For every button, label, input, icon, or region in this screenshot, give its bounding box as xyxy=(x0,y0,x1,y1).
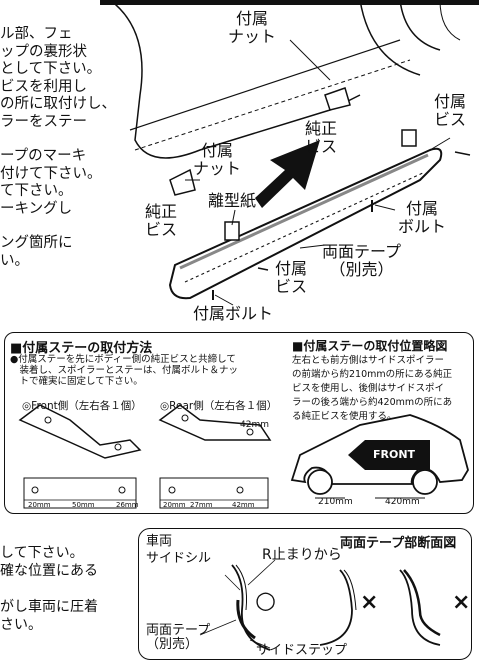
callout-bolt-bottom: 付属ボルト xyxy=(193,304,274,323)
instruction-line: ラーをステー xyxy=(0,113,87,130)
instruction-line: い。 xyxy=(0,252,29,269)
r-stop-label: R止まりから xyxy=(262,547,342,563)
instruction-line: して下さい。 xyxy=(0,545,84,561)
callout-release-paper: 離型紙 xyxy=(208,191,257,210)
instruction-line: ング箇所に xyxy=(0,235,73,251)
instruction-line: ープのマーキ xyxy=(0,148,87,164)
ok-mark: ○ xyxy=(255,586,276,614)
instruction-line: ビスを利用し xyxy=(0,78,87,95)
install-direction-arrow xyxy=(255,140,320,208)
callout-screw-low: 付属 ビス xyxy=(275,259,308,296)
instruction-line: 付けて下さい。 xyxy=(0,165,102,182)
instruction-line: ル部、フェ xyxy=(0,26,73,42)
instruction-line: ーキングし xyxy=(0,200,73,217)
instruction-line: 確な位置にある xyxy=(0,563,98,579)
ng-mark-2: × xyxy=(452,590,471,615)
callout-tape: 両面テープ （別売） xyxy=(322,242,402,279)
rear-dim-3: 42mm xyxy=(232,501,255,509)
side-step-label: サイドステップ xyxy=(256,643,348,658)
callout-screw-right: 付属 ビス xyxy=(434,92,467,129)
side-sill-label: サイドシル xyxy=(146,551,212,566)
front-stay-label: ◎Front側（左右各１個） xyxy=(22,400,142,412)
top-left-instructions: ル部、フェ ップの裏形状 として下さい。 ビスを利用し の所に取付けし、 ラーを… xyxy=(0,26,130,270)
rear-dim-2: 27mm xyxy=(190,501,213,509)
instruction-line xyxy=(0,131,130,148)
instruction-line: がし車両に圧着 xyxy=(0,599,98,615)
rear-stay-label: ◎Rear側（左右各１個） xyxy=(160,400,278,412)
instruction-line: ップの裏形状 xyxy=(0,43,87,60)
front-dim-1: 20mm xyxy=(28,501,51,509)
instruction-line: さい。 xyxy=(0,617,42,633)
instruction-line: て下さい。 xyxy=(0,183,73,199)
callout-genuine-screw-left: 純正 ビス xyxy=(145,202,178,239)
stay-position-description: 左右とも前方側はサイドスポイラー の前端から約210mmの所にある純正 ビスを使… xyxy=(292,355,453,422)
rear-stay-dimension: 42mm xyxy=(240,420,269,430)
callout-nut-top: 付属 ナット xyxy=(228,9,277,46)
stay-method-title: ■付属ステーの取付方法 xyxy=(10,341,153,356)
bottom-left-instructions: して下さい。 確な位置にある がし車両に圧着 さい。 xyxy=(0,544,138,634)
stay-position-title: ■付属ステーの取付位置略図 xyxy=(292,339,448,353)
instruction-line: として下さい。 xyxy=(0,61,102,77)
callout-nut-mid: 付属 ナット xyxy=(193,141,242,178)
tape-section-title: 両面テープ部断面図 xyxy=(340,536,457,551)
front-dim-3: 26mm xyxy=(116,501,139,509)
stay-method-description: ●付属ステーを先にボディー側の純正ビスと共締して 装着し、スポイラーとステーは、… xyxy=(10,354,239,387)
callout-bolt-right: 付属 ボルト xyxy=(398,199,447,236)
instruction-line xyxy=(0,580,138,598)
front-dim-2: 50mm xyxy=(72,501,95,509)
instruction-line: の所に取付けし、 xyxy=(0,96,116,112)
tape-section-box xyxy=(138,528,472,660)
callout-genuine-screw-mid: 純正 ビス xyxy=(305,119,338,156)
vehicle-label: 車両 xyxy=(146,534,173,549)
front-arrow-label: FRONT xyxy=(373,448,416,461)
stay-info-box xyxy=(4,332,474,514)
dim-420: 420mm xyxy=(385,497,420,507)
ng-mark-1: × xyxy=(360,590,379,615)
instruction-line xyxy=(0,218,130,235)
dim-210: 210mm xyxy=(318,497,353,507)
rear-dim-1: 20mm xyxy=(163,501,186,509)
top-border xyxy=(100,0,479,5)
tape-label: 両面テープ （別売） xyxy=(146,623,211,652)
